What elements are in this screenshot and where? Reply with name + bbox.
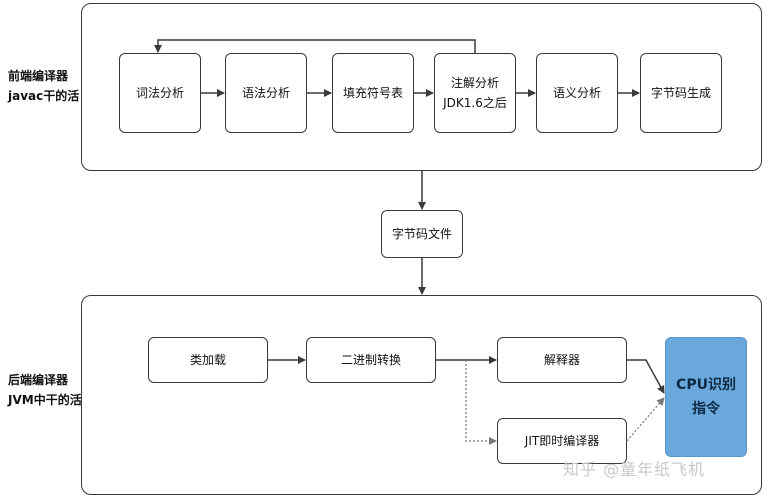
class-loading-box: 类加载 xyxy=(148,337,268,383)
lexical-analysis-label: 词法分析 xyxy=(135,86,184,100)
interpreter-label: 解释器 xyxy=(543,353,580,367)
arrow-jit-to-cpu xyxy=(626,397,665,442)
symbol-table-label: 填充符号表 xyxy=(342,86,403,100)
lexical-analysis-box: 词法分析 xyxy=(119,53,201,133)
binary-convert-box: 二进制转换 xyxy=(306,337,436,383)
bytecode-generation-box: 字节码生成 xyxy=(640,53,722,133)
semantic-analysis-label: 语义分析 xyxy=(552,86,601,100)
frontend-label-line1: 前端编译器 xyxy=(8,69,69,83)
watermark: 知乎 @童年纸飞机 xyxy=(563,460,706,479)
jit-compiler-box: JIT即时编译器 xyxy=(497,418,627,464)
semantic-analysis-box: 语义分析 xyxy=(536,53,618,133)
bytecode-file-label: 字节码文件 xyxy=(391,227,452,241)
frontend-label-line2: javac干的活 xyxy=(8,89,80,103)
arrow-interpreter-to-cpu xyxy=(627,359,665,394)
syntax-analysis-label: 语法分析 xyxy=(241,86,290,100)
backend-label-line2: JVM中干的活 xyxy=(8,393,82,407)
cpu-label-line1: CPU识别 xyxy=(676,377,736,393)
backend-panel xyxy=(81,295,762,495)
backend-label: 后端编译器 JVM中干的活 xyxy=(8,370,82,410)
frontend-label: 前端编译器 javac干的活 xyxy=(8,66,79,106)
syntax-analysis-box: 语法分析 xyxy=(225,53,307,133)
cpu-label-line2: 指令 xyxy=(692,401,720,417)
backend-label-line1: 后端编译器 xyxy=(8,373,69,387)
jit-compiler-label: JIT即时编译器 xyxy=(524,434,600,448)
binary-convert-label: 二进制转换 xyxy=(340,353,401,367)
arrow-binary-to-jit xyxy=(465,360,497,445)
annotation-processing-box: 注解分析 JDK1.6之后 xyxy=(434,53,516,133)
annotation-processing-label: 注解分析 xyxy=(450,76,499,90)
cpu-instruction-box: CPU识别 指令 xyxy=(665,337,747,457)
annotation-processing-sublabel: JDK1.6之后 xyxy=(443,96,507,110)
bytecode-generation-label: 字节码生成 xyxy=(650,86,711,100)
symbol-table-box: 填充符号表 xyxy=(332,53,414,133)
bytecode-file-box: 字节码文件 xyxy=(381,210,463,258)
class-loading-label: 类加载 xyxy=(189,353,226,367)
interpreter-box: 解释器 xyxy=(497,337,627,383)
arrow-annotation-loop xyxy=(154,39,476,53)
